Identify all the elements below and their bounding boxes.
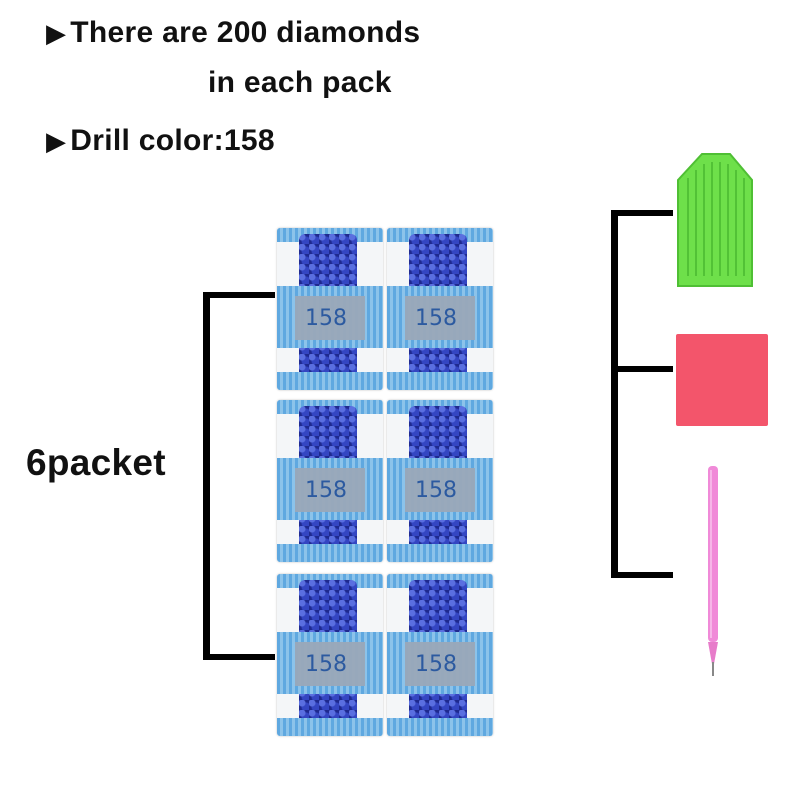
packet-count-label: 6packet	[26, 442, 166, 483]
packet-number: 158	[305, 306, 347, 331]
bead-packet: 158	[387, 574, 493, 736]
arrow-icon: ▶	[46, 126, 67, 156]
right-bracket-vertical	[611, 210, 618, 578]
packet-number: 158	[305, 652, 347, 677]
right-bracket-middle	[611, 366, 673, 372]
info-line-color: ▶Drill color:158	[46, 124, 275, 158]
bead-packet: 158	[387, 228, 493, 390]
packet-number: 158	[415, 478, 457, 503]
info-text-pack: in each pack	[208, 66, 392, 99]
bead-packet: 158	[277, 228, 383, 390]
tray-icon	[677, 153, 753, 287]
packet-number: 158	[415, 306, 457, 331]
left-bracket-top	[203, 292, 275, 298]
wax-icon	[676, 334, 768, 426]
packet-number: 158	[415, 652, 457, 677]
bead-packet: 158	[277, 574, 383, 736]
pen-icon	[708, 466, 718, 676]
bead-packet: 158	[387, 400, 493, 562]
info-text-color: Drill color:158	[70, 124, 275, 157]
left-bracket-bottom	[203, 654, 275, 660]
arrow-icon: ▶	[46, 18, 67, 48]
info-line-diamonds: ▶There are 200 diamonds	[46, 16, 420, 50]
info-text-diamonds: There are 200 diamonds	[70, 16, 421, 49]
right-bracket-top	[611, 210, 673, 216]
bead-packet: 158	[277, 400, 383, 562]
packet-number: 158	[305, 478, 347, 503]
left-bracket-vertical	[203, 292, 210, 660]
right-bracket-bottom	[611, 572, 673, 578]
